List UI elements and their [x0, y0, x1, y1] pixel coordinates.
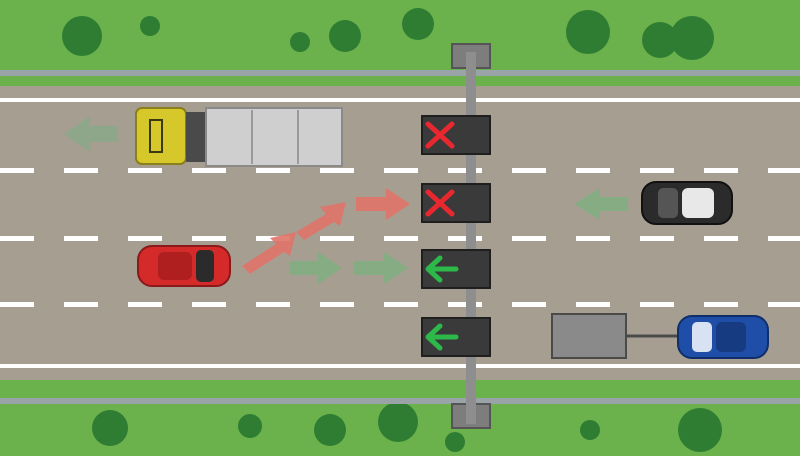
- lane-dash: [384, 236, 418, 241]
- red-x-icon: [425, 189, 455, 217]
- black-car: [641, 181, 733, 225]
- lane-dash: [448, 168, 482, 173]
- gantry-pole: [466, 52, 476, 424]
- lane-signal-4: [421, 317, 491, 357]
- lane-dash: [576, 302, 610, 307]
- lane-dash-lines: [0, 168, 800, 307]
- lane-dash: [704, 168, 738, 173]
- bushes-bottom: [92, 402, 722, 452]
- lane-signal-2: [421, 183, 491, 223]
- green-arrow-left-icon: [425, 255, 459, 283]
- lane-dash: [0, 236, 34, 241]
- lane-dash: [768, 236, 800, 241]
- lane-dash: [320, 168, 354, 173]
- lane-dash: [128, 302, 162, 307]
- arrow-right-green-2-icon: [354, 252, 408, 284]
- road-surface: [0, 86, 800, 380]
- lane-dash: [384, 168, 418, 173]
- lane-dash: [64, 236, 98, 241]
- bushes-top: [62, 8, 714, 60]
- guardrail-top: [0, 70, 800, 76]
- arrow-right-red-icon: [356, 188, 410, 220]
- lane-dash: [0, 302, 34, 307]
- lane-dash: [640, 236, 674, 241]
- lane-dash: [256, 168, 290, 173]
- lane-dash: [448, 236, 482, 241]
- lane-dash: [128, 168, 162, 173]
- lane-dash: [640, 302, 674, 307]
- lane-dash: [768, 302, 800, 307]
- lane-dash: [768, 168, 800, 173]
- lane-dash: [320, 302, 354, 307]
- arrow-diagonal-red-1-icon: [242, 232, 296, 274]
- green-arrow-left-icon: [425, 323, 459, 351]
- lane-signal-1: [421, 115, 491, 155]
- arrow-right-green-1-icon: [290, 252, 342, 284]
- lane-dash: [640, 168, 674, 173]
- lane-dash: [128, 236, 162, 241]
- lane-dash: [704, 236, 738, 241]
- red-car: [137, 245, 231, 287]
- lane-signal-3: [421, 249, 491, 289]
- lane-dash: [576, 168, 610, 173]
- blue-car: [677, 315, 769, 359]
- lane-dash: [448, 302, 482, 307]
- truck: [135, 107, 343, 167]
- lane-dash: [512, 168, 546, 173]
- lane-dash: [192, 236, 226, 241]
- road-edge-line-bottom: [0, 364, 800, 368]
- lane-dash: [576, 236, 610, 241]
- red-x-icon: [425, 121, 455, 149]
- lane-dash: [192, 302, 226, 307]
- lane-dash: [384, 302, 418, 307]
- lane-dash: [512, 236, 546, 241]
- lane-dash: [0, 168, 34, 173]
- arrow-left-black-car-icon: [574, 188, 628, 220]
- lane-dash: [320, 236, 354, 241]
- lane-dash: [256, 302, 290, 307]
- trailer: [551, 313, 678, 359]
- arrow-left-truck-icon: [64, 116, 118, 152]
- lane-dash: [192, 168, 226, 173]
- lane-dash: [64, 168, 98, 173]
- lane-dash: [704, 302, 738, 307]
- guardrail-bottom: [0, 398, 800, 404]
- lane-dash: [512, 302, 546, 307]
- road-edge-line-top: [0, 98, 800, 102]
- lane-dash: [64, 302, 98, 307]
- arrow-diagonal-red-2-icon: [296, 202, 346, 240]
